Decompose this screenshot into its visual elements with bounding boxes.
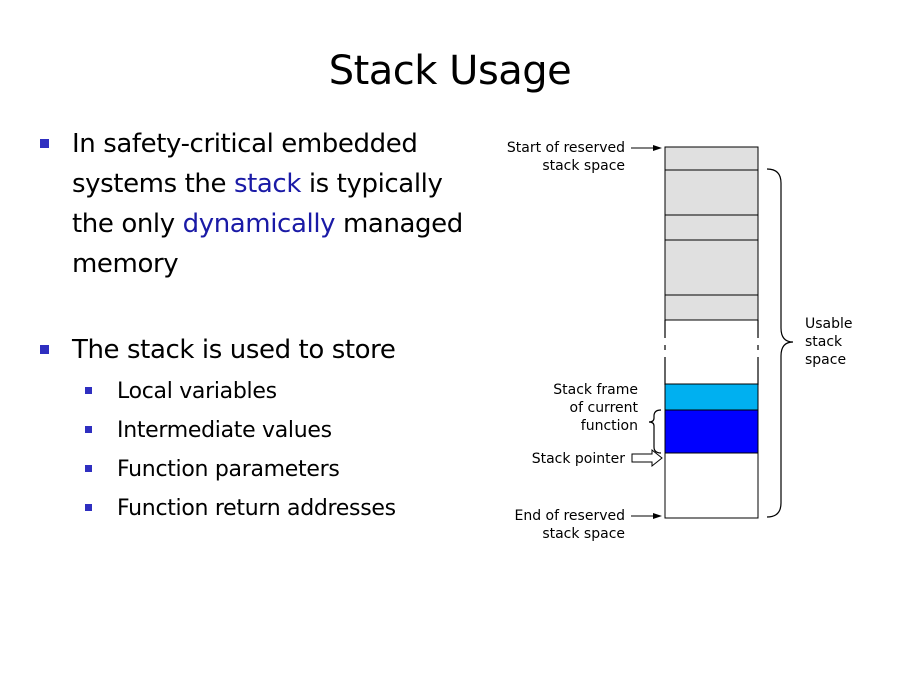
highlight-dynamically: dynamically	[182, 209, 336, 239]
stack-block-previous-frame	[664, 383, 759, 411]
stack-block-unused	[664, 169, 759, 216]
stack-block-unused	[664, 146, 759, 171]
stack-block-unused	[664, 214, 759, 241]
frame-label-line2: of current	[570, 400, 639, 416]
usable-label-line1: Usable	[805, 316, 853, 332]
frame-label-line1: Stack frame	[553, 382, 638, 398]
frame-label-line3: function	[581, 418, 638, 434]
sub-bullet-item: Local variables	[38, 372, 498, 411]
sub-bullet-square-icon	[85, 504, 92, 511]
end-arrowhead-icon	[653, 513, 662, 519]
start-label-line1: Start of reserved	[507, 140, 625, 156]
bullet-text: The stack is used to store	[72, 335, 396, 365]
bullet-line: the only dynamically managed	[72, 209, 463, 239]
sub-bullet-square-icon	[85, 387, 92, 394]
usable-space-brace	[766, 168, 794, 518]
bullet-square-icon	[40, 345, 49, 354]
stack-block-used	[664, 452, 759, 519]
bullet-square-icon	[40, 139, 49, 148]
sub-bullet-item: Function parameters	[38, 450, 498, 489]
stack-block-current-frame	[664, 409, 759, 454]
end-label-line1: End of reserved	[514, 508, 625, 524]
slide-title: Stack Usage	[328, 48, 572, 94]
pointer-label: Stack pointer	[532, 451, 626, 467]
start-arrowhead-icon	[653, 145, 662, 151]
bullet-list: In safety-critical embedded systems the …	[38, 124, 498, 528]
usable-label-line3: space	[805, 352, 846, 368]
stack-block-unused	[664, 239, 759, 296]
bullet-item: In safety-critical embedded systems the …	[38, 124, 498, 284]
sub-bullet-item: Function return addresses	[38, 489, 498, 528]
end-label-line2: stack space	[542, 526, 625, 542]
sub-bullet-square-icon	[85, 465, 92, 472]
stack-frame-brace	[648, 409, 662, 454]
sub-bullet-item: Intermediate values	[38, 411, 498, 450]
stack-pointer-arrow-icon	[631, 448, 663, 468]
usable-label-line2: stack	[805, 334, 843, 350]
bullet-item: The stack is used to store	[38, 330, 498, 370]
bullet-line: systems the stack is typically	[72, 169, 443, 199]
bullet-line: In safety-critical embedded	[72, 129, 418, 159]
bullet-line: memory	[72, 249, 179, 279]
highlight-stack: stack	[233, 169, 301, 199]
sub-bullet-list: Local variables Intermediate values Func…	[38, 372, 498, 528]
start-label-line2: stack space	[542, 158, 625, 174]
sub-bullet-square-icon	[85, 426, 92, 433]
stack-block-unused	[664, 294, 759, 321]
